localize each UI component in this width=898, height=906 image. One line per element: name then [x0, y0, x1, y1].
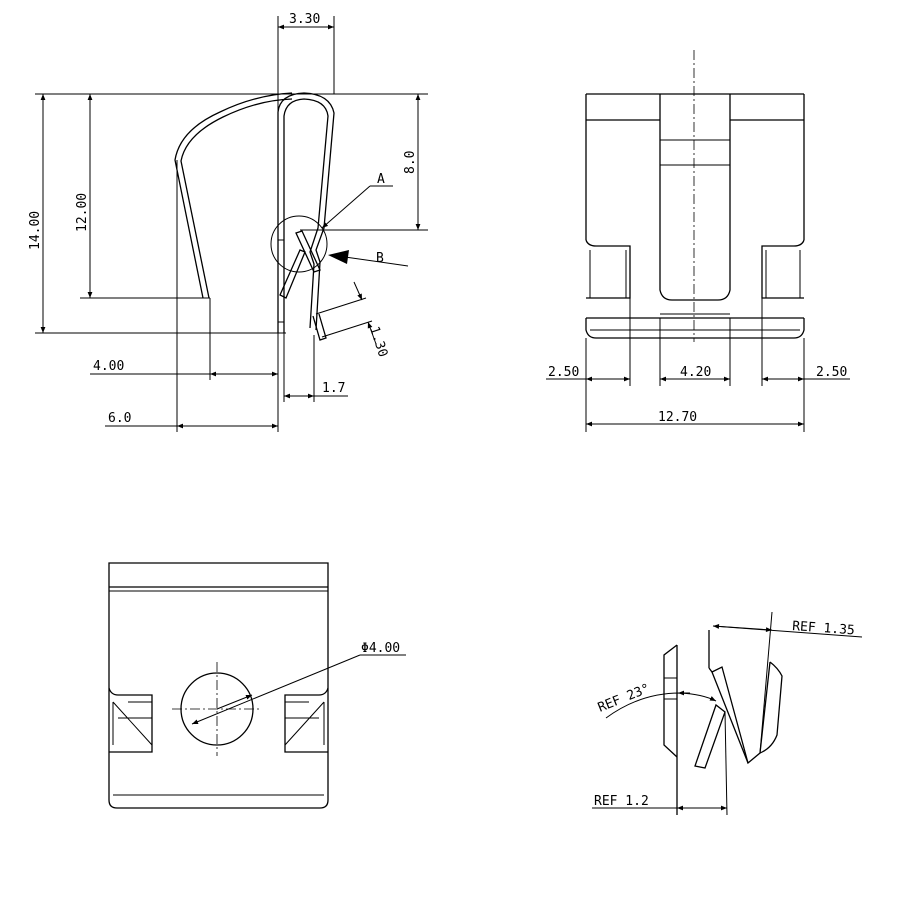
dim-ref-1-2: REF 1.2 [594, 794, 649, 809]
dim-2-50-left: 2.50 [548, 365, 579, 380]
dim-2-50-right: 2.50 [816, 365, 847, 380]
front-view: 2.50 4.20 2.50 12.70 [546, 50, 850, 432]
label-a: A [377, 172, 385, 187]
side-view: 3.30 14.00 12.00 8.0 4.00 6.0 1.7 1.30 A… [28, 12, 428, 432]
dim-ref-1-35: REF 1.35 [792, 619, 856, 638]
dim-4-20: 4.20 [680, 365, 711, 380]
dim-1-7: 1.7 [322, 381, 345, 396]
top-view: Φ4.00 [108, 562, 406, 809]
spring-clip-profile [174, 92, 335, 341]
dim-12-00: 12.00 [75, 193, 90, 232]
detail-view: REF 1.35 REF 23° REF 1.2 [592, 611, 863, 816]
dim-3-30: 3.30 [289, 12, 320, 27]
dim-12-70: 12.70 [658, 410, 697, 425]
dim-1-30: 1.30 [366, 325, 390, 359]
dim-14-00: 14.00 [28, 211, 43, 250]
dim-8-0: 8.0 [403, 151, 418, 174]
dim-4-00: 4.00 [93, 359, 124, 374]
dim-ref-23-deg: REF 23° [596, 681, 652, 715]
label-b: B [376, 251, 384, 266]
dim-hole-diameter: Φ4.00 [361, 641, 400, 656]
dim-6-0: 6.0 [108, 411, 131, 426]
detail-circle [270, 215, 328, 273]
